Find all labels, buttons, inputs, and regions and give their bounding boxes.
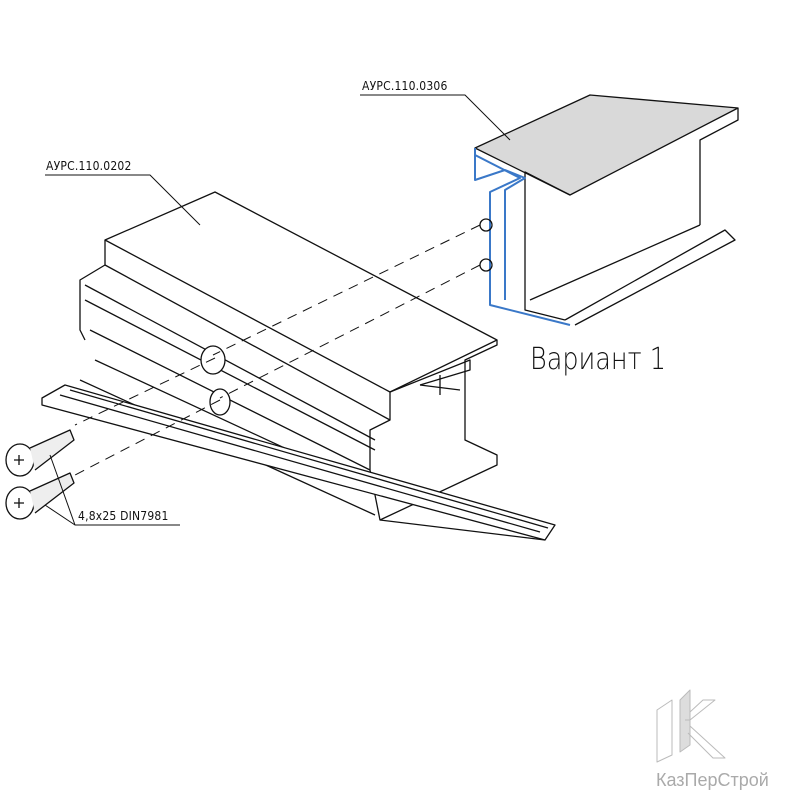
top-profile bbox=[474, 94, 739, 326]
leader-lines bbox=[44, 94, 511, 526]
main-profile bbox=[41, 191, 556, 541]
brand-logo bbox=[656, 689, 726, 763]
watermark-brand: КазПерСтрой bbox=[656, 770, 769, 790]
screws bbox=[5, 429, 75, 520]
part-label-top: АУРС.110.0306 bbox=[362, 79, 448, 93]
part-label-main: АУРС.110.0202 bbox=[46, 159, 132, 173]
variant-title: Вариант 1 bbox=[530, 342, 666, 377]
alignment-lines bbox=[74, 224, 481, 476]
screw-label: 4,8x25 DIN7981 bbox=[78, 509, 169, 523]
